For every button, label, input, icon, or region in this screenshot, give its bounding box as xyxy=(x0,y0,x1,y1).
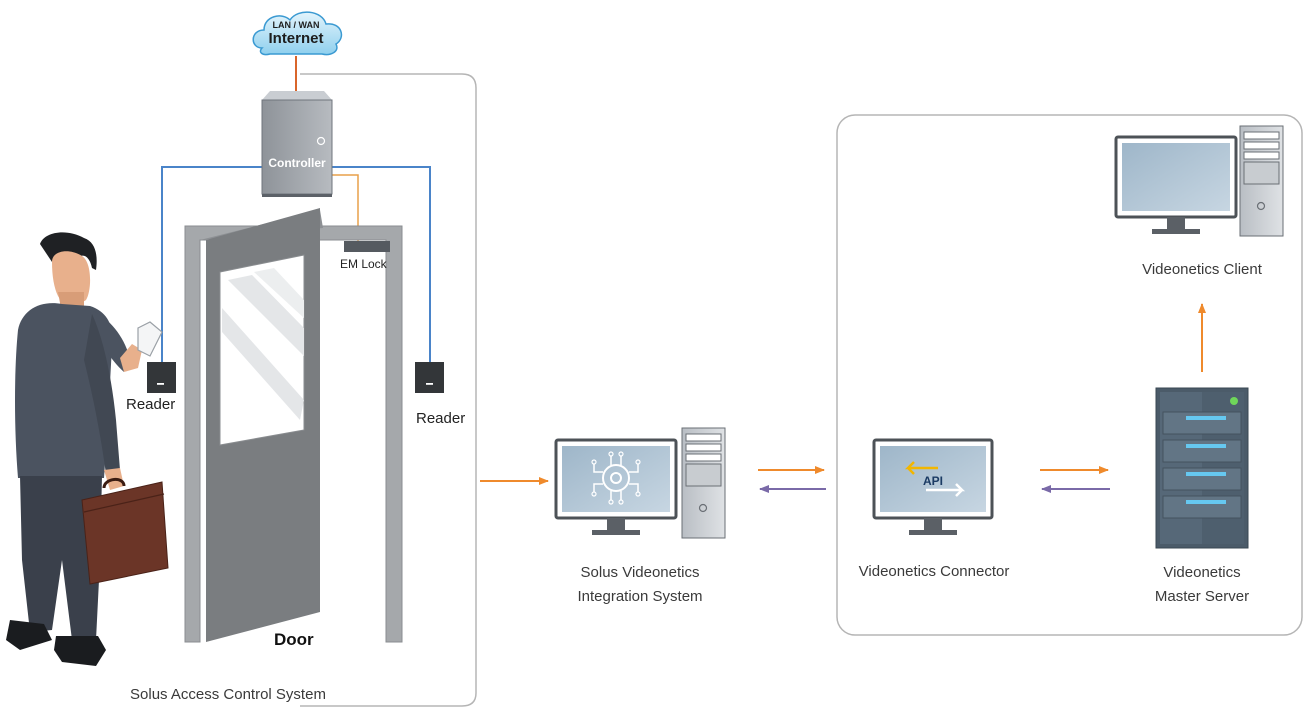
api-label: API xyxy=(923,474,943,488)
briefcase-icon xyxy=(81,478,169,585)
connector-label: Videonetics Connector xyxy=(858,563,1010,580)
master-server-label-line2: Master Server xyxy=(1154,588,1250,605)
access-system-boundary xyxy=(300,73,477,707)
right-reader-label: Reader xyxy=(416,410,466,427)
person-icon xyxy=(6,232,163,666)
em-lock-icon xyxy=(344,241,390,252)
right-reader-icon xyxy=(415,362,444,393)
integration-label-line2: Integration System xyxy=(577,588,703,605)
door-icon xyxy=(184,208,403,643)
master-server-icon xyxy=(1155,387,1249,549)
client-label: Videonetics Client xyxy=(1142,261,1262,278)
access-system-label: Solus Access Control System xyxy=(130,686,326,703)
internet-cloud-icon xyxy=(252,11,343,56)
controller-label: Controller xyxy=(268,156,326,170)
network-label-line1: LAN / WAN xyxy=(272,20,320,30)
api-icon: API xyxy=(904,461,966,497)
door-label: Door xyxy=(274,630,314,649)
right-reader-wire xyxy=(332,166,431,362)
integration-gear-icon xyxy=(591,451,641,505)
client-computer-icon xyxy=(1114,125,1284,237)
em-lock-label: EM Lock xyxy=(340,257,387,271)
videonetics-boundary xyxy=(836,114,1303,636)
integration-label-line1: Solus Videonetics xyxy=(580,564,700,581)
lock-wire xyxy=(332,174,359,242)
master-server-label-line1: Videonetics xyxy=(1163,564,1241,581)
left-reader-icon xyxy=(147,362,176,393)
left-reader-wire xyxy=(161,166,262,362)
network-label-line2: Internet xyxy=(268,30,324,47)
integration-computer-icon xyxy=(554,427,726,539)
connector-computer-icon xyxy=(872,438,994,535)
controller-icon xyxy=(261,91,333,197)
left-reader-label: Reader xyxy=(126,396,176,413)
